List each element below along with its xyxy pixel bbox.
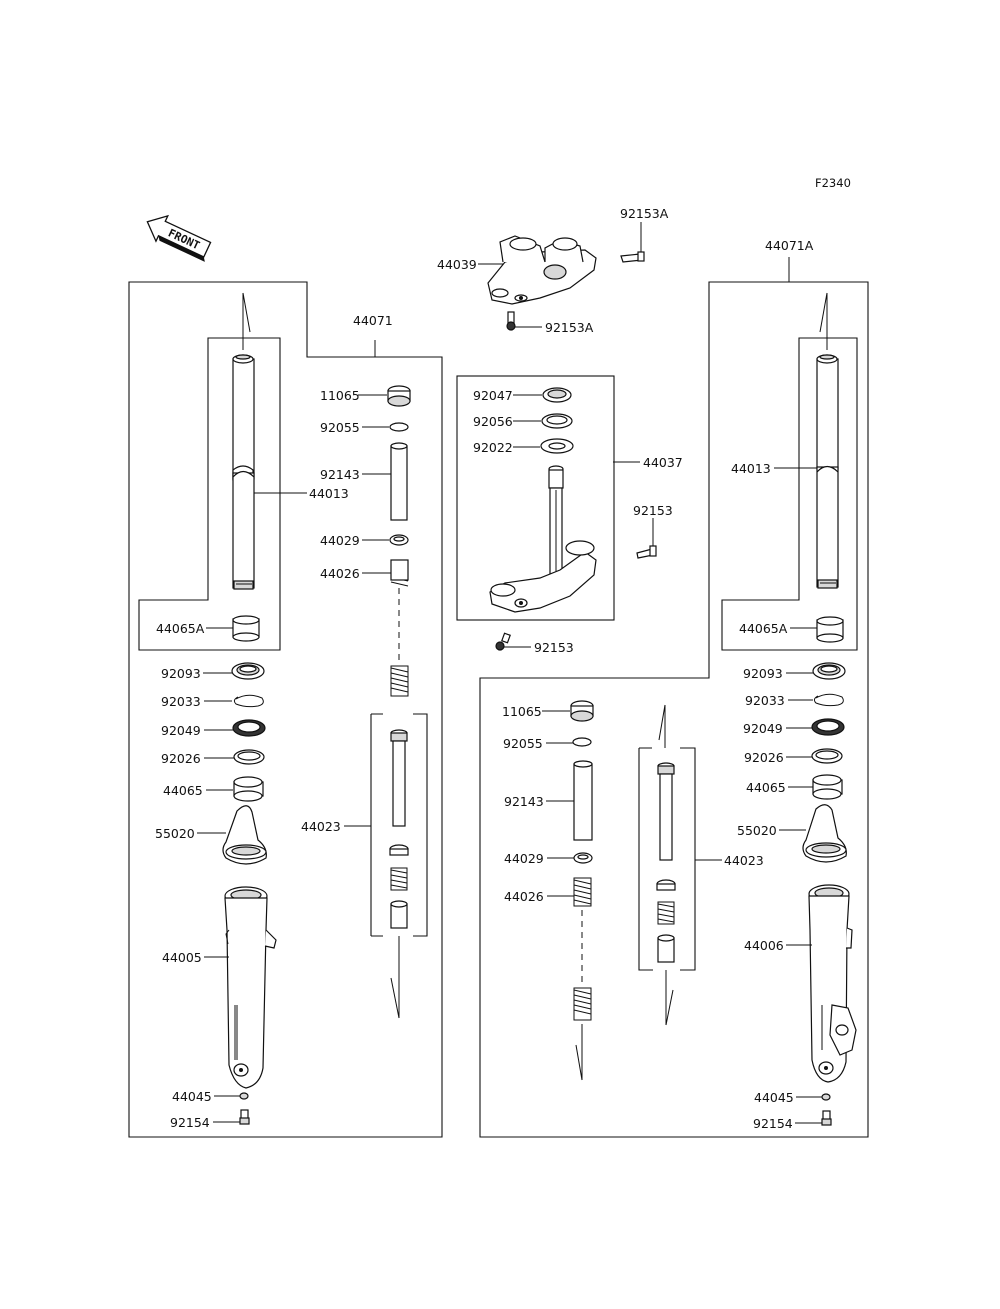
label-44065A-left: 44065A <box>156 621 205 636</box>
label-44023-right: 44023 <box>724 853 764 868</box>
label-92056: 92056 <box>473 414 513 429</box>
bushing-44065-right <box>812 774 843 800</box>
figure-code: F2340 <box>815 176 851 190</box>
oil-seal-92049-left <box>232 719 266 737</box>
label-44071: 44071 <box>353 313 393 328</box>
clip-92033-right <box>813 693 844 707</box>
label-44039: 44039 <box>437 257 477 272</box>
label-11065-right: 11065 <box>502 704 542 719</box>
bushing-44065-left <box>233 776 264 802</box>
label-92153A-top: 92153A <box>620 206 669 221</box>
inner-tube-44013-right <box>816 354 839 589</box>
o-ring-92055-left <box>389 422 409 432</box>
label-92026-right: 92026 <box>744 750 784 765</box>
label-44045-left: 44045 <box>172 1089 212 1104</box>
stem-44037-part <box>489 465 597 613</box>
cap-bolt-11065-left <box>387 385 411 407</box>
label-92022: 92022 <box>473 440 513 455</box>
bushing-44065A-right <box>816 616 844 643</box>
label-92055-right: 92055 <box>503 736 543 751</box>
outer-tube-44006-right <box>808 884 857 1083</box>
dust-cover-55020-right <box>802 804 847 863</box>
label-44005: 44005 <box>162 950 202 965</box>
gasket-44045-right <box>821 1093 831 1101</box>
dust-cover-55020-left <box>222 805 267 865</box>
label-44026-left: 44026 <box>320 566 360 581</box>
damper-44023-right <box>656 762 676 963</box>
label-92033-right: 92033 <box>745 693 785 708</box>
washer-92026-left <box>233 749 265 765</box>
label-44029-left: 44029 <box>320 533 360 548</box>
bearing-92056 <box>541 413 573 429</box>
label-92153-side: 92153 <box>633 503 673 518</box>
washer-92026-right <box>811 748 843 764</box>
seal-92093-left <box>231 662 265 680</box>
seat-44029-left <box>389 534 409 546</box>
cap-bolt-11065-right <box>570 700 594 722</box>
label-92049-right: 92049 <box>743 721 783 736</box>
upper-bracket-part <box>487 235 597 305</box>
label-44037: 44037 <box>643 455 683 470</box>
oil-seal-92049-right <box>811 718 845 736</box>
clip-92033-left <box>233 694 264 708</box>
seal-92047 <box>542 387 572 403</box>
label-44026-right: 44026 <box>504 889 544 904</box>
outer-tube-44005-left <box>224 886 277 1089</box>
label-92093-right: 92093 <box>743 666 783 681</box>
label-44065-right: 44065 <box>746 780 786 795</box>
label-55020-left: 55020 <box>155 826 195 841</box>
collar-92143-right <box>573 760 593 841</box>
label-92047: 92047 <box>473 388 513 403</box>
label-92154-right: 92154 <box>753 1116 793 1131</box>
label-44045-right: 44045 <box>754 1090 794 1105</box>
inner-tube-44013-left <box>232 354 255 590</box>
label-92154-left: 92154 <box>170 1115 210 1130</box>
left-fork-frame <box>128 281 443 1138</box>
label-44023-left: 44023 <box>301 819 341 834</box>
damper-44023-left <box>389 729 409 929</box>
label-44071A: 44071A <box>765 238 814 253</box>
seal-92093-right <box>812 662 846 680</box>
o-ring-92055-right <box>572 737 592 747</box>
label-92143-right: 92143 <box>504 794 544 809</box>
bolt-92153-bottom <box>495 632 511 651</box>
label-92143-left: 92143 <box>320 467 360 482</box>
label-44006: 44006 <box>744 938 784 953</box>
label-92026-left: 92026 <box>161 751 201 766</box>
label-44013-left: 44013 <box>309 486 349 501</box>
label-92153A-bottom: 92153A <box>545 320 594 335</box>
label-11065-left: 11065 <box>320 388 360 403</box>
front-arrow-icon: FRONT <box>146 214 212 262</box>
bolt-92154-right <box>821 1110 832 1126</box>
bolt-92153A-top <box>620 251 645 263</box>
label-92093-left: 92093 <box>161 666 201 681</box>
label-44013-right: 44013 <box>731 461 771 476</box>
spring-44026-right <box>573 877 592 1021</box>
label-92055-left: 92055 <box>320 420 360 435</box>
bushing-44065A-left <box>232 615 260 642</box>
gasket-44045-left <box>239 1092 249 1100</box>
label-92153-bottom: 92153 <box>534 640 574 655</box>
label-44029-right: 44029 <box>504 851 544 866</box>
bolt-92153-side <box>636 545 657 559</box>
collar-92143-left <box>390 442 408 521</box>
bolt-92154-left <box>239 1109 250 1125</box>
right-fork-frame <box>479 281 869 1138</box>
seat-44029-right <box>573 852 593 864</box>
spring-44026-left <box>390 559 409 697</box>
bolt-92153A-bottom <box>506 311 516 331</box>
washer-92022 <box>540 438 574 454</box>
label-44065A-right: 44065A <box>739 621 788 636</box>
label-44065-left: 44065 <box>163 783 203 798</box>
label-92033-left: 92033 <box>161 694 201 709</box>
label-92049-left: 92049 <box>161 723 201 738</box>
steering-stem-frame <box>456 375 615 621</box>
label-55020-right: 55020 <box>737 823 777 838</box>
